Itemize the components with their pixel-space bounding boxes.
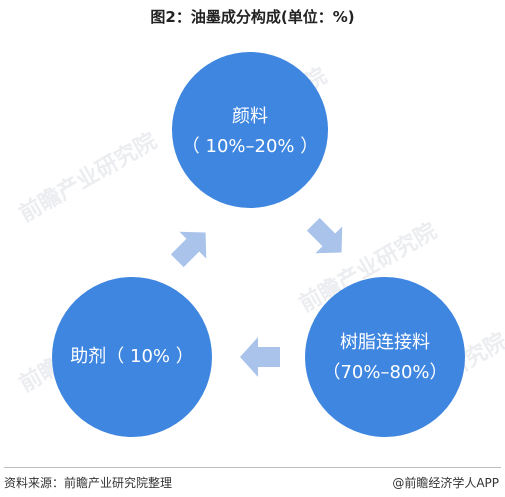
pigment-name: 颜料	[232, 106, 268, 127]
footer-divider	[4, 467, 501, 468]
pigment-circle	[172, 52, 328, 208]
resin-circle	[305, 277, 465, 437]
additive-label: 助剂（ 10% ）	[52, 342, 212, 372]
arrow-pigment-to-resin	[306, 217, 343, 254]
arrow-additive-to-pigment	[170, 231, 207, 268]
brand-text: @前瞻经济学人APP	[392, 476, 499, 490]
additive-text: 助剂（ 10% ）	[70, 346, 194, 367]
resin-label: 树脂连接料 （70%–80%）	[305, 328, 465, 388]
resin-range: （70%–80%）	[322, 362, 448, 383]
arrow-resin-to-additive	[240, 337, 280, 377]
additive-circle	[52, 277, 212, 437]
pigment-label: 颜料 （ 10%–20% ）	[172, 102, 328, 162]
pigment-range: （ 10%–20% ）	[181, 136, 319, 157]
chart-title: 图2：油墨成分构成(单位：%)	[150, 8, 355, 26]
brand-credit: @前瞻经济学人APP	[392, 474, 499, 491]
resin-name: 树脂连接料	[340, 332, 430, 353]
source-note: 资料来源：前瞻产业研究院整理	[4, 476, 173, 490]
